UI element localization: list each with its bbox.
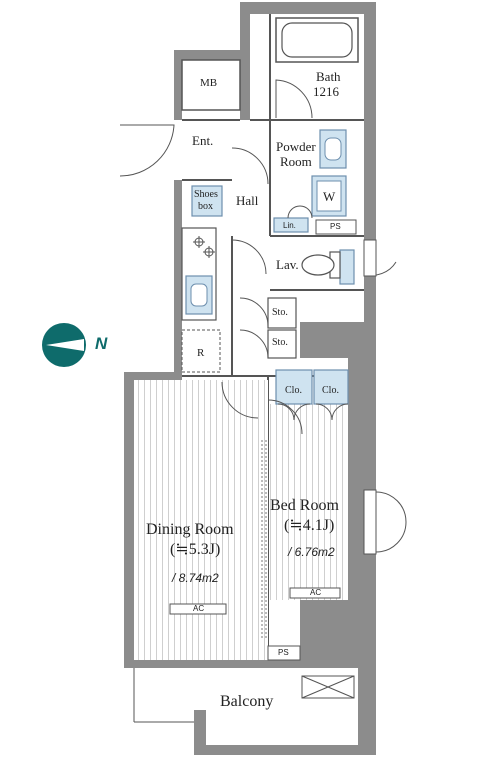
mb-room <box>181 59 241 111</box>
shoes-box-fill <box>191 185 223 217</box>
washer-label: W <box>323 189 336 204</box>
ps-upper-box <box>315 219 357 235</box>
north-compass-icon <box>42 323 86 367</box>
powder-room-label-2: Room <box>280 154 312 169</box>
bath-door-arc <box>275 79 313 119</box>
bedroom-window-door <box>375 491 407 553</box>
bed-ac-label: AC <box>310 588 322 597</box>
bedroom-door-arc <box>267 399 303 435</box>
sink-bowl <box>324 137 342 161</box>
storage-label-2: Sto. <box>272 337 288 348</box>
stove-burners-icon <box>193 236 215 258</box>
lavatory-door-jamb <box>363 239 377 277</box>
lavatory-label: Lav. <box>276 257 299 272</box>
bedroom-window-jamb <box>363 489 377 555</box>
bed-room-label: Bed Room <box>270 497 339 514</box>
closet-door-arcs <box>277 403 349 421</box>
bedroom-closets <box>275 369 349 405</box>
storage-label-1: Sto. <box>272 307 288 318</box>
linen-label: Lin. <box>283 221 296 230</box>
ps-lower-label: PS <box>278 648 289 657</box>
shoes-box-label-1: Shoes <box>194 189 218 200</box>
toilet <box>301 251 341 279</box>
bed-room-tatami: (≒4.1J) <box>284 517 335 534</box>
balcony-label: Balcony <box>220 693 274 710</box>
dining-door-arc <box>221 381 259 419</box>
dining-room-label: Dining Room <box>146 521 234 538</box>
bath-label: Bath <box>316 69 341 84</box>
bath-size-label: 1216 <box>313 84 339 99</box>
exterior-walls <box>124 2 376 755</box>
ps-upper-label: PS <box>330 222 341 231</box>
bedroom-floor <box>270 404 348 600</box>
kitchen-door-arc <box>231 239 267 275</box>
bed-ac-unit <box>289 587 341 599</box>
hall-label: Hall <box>236 193 259 208</box>
storage-units <box>267 297 297 359</box>
mb-label: MB <box>200 77 218 89</box>
closet-label-2: Clo. <box>322 385 339 396</box>
entrance-door <box>119 124 175 177</box>
dining-ac-label: AC <box>193 604 205 613</box>
refrigerator-space <box>181 329 221 373</box>
linen-door-arcs <box>287 205 313 219</box>
dining-floor <box>134 380 268 660</box>
dining-room-tatami: (≒5.3J) <box>170 541 221 558</box>
ps-lower-box <box>267 645 301 661</box>
dining-room-area: / 8.74m2 <box>172 571 219 585</box>
dining-ac-unit <box>169 603 227 615</box>
bathtub <box>275 17 359 63</box>
powder-room-label-1: Powder <box>276 139 316 154</box>
sliding-door <box>261 440 267 640</box>
balcony <box>133 668 355 723</box>
refrigerator-label: R <box>197 347 205 359</box>
compass-north-letter: N <box>95 334 108 353</box>
bed-room-area: / 6.76m2 <box>288 545 335 559</box>
hall-door-arc <box>231 147 269 185</box>
shoes-box-label-2: box <box>198 201 213 212</box>
washer-inner <box>316 180 342 212</box>
entrance-label: Ent. <box>192 133 214 148</box>
storage-door-arcs <box>239 297 269 359</box>
closet-label-1: Clo. <box>285 385 302 396</box>
